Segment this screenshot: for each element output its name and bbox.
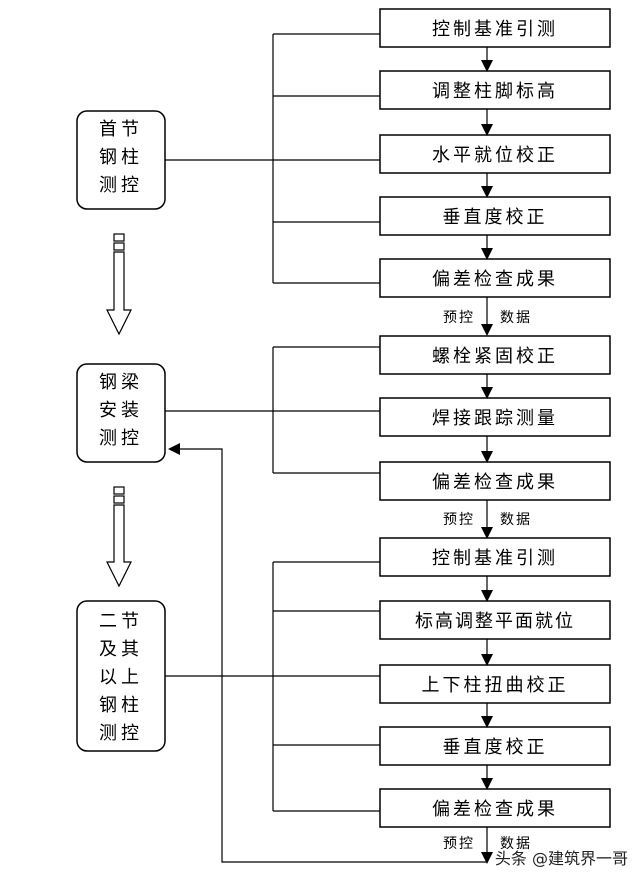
step-label: 调整柱脚标高 bbox=[432, 81, 558, 102]
note-data: 数据 bbox=[500, 512, 532, 528]
step-label: 标高调整平面就位 bbox=[415, 611, 575, 632]
stage-2-label-line: 钢梁 bbox=[99, 372, 143, 393]
step-label: 上下柱扭曲校正 bbox=[422, 675, 569, 696]
step-box: 调整柱脚标高 bbox=[379, 70, 611, 110]
stage-2-label-line: 安装 bbox=[99, 400, 143, 421]
step-box: 控制基准引测 bbox=[379, 8, 611, 48]
feedback-arrowhead bbox=[168, 443, 180, 455]
feedback-loop bbox=[168, 443, 487, 863]
stage-2: 钢梁 安装 测控 螺栓紧固校正 焊接跟踪测量 偏差检查成果 预控 数据 bbox=[76, 335, 611, 539]
step-label: 螺栓紧固校正 bbox=[432, 346, 558, 367]
step-label: 焊接跟踪测量 bbox=[432, 408, 558, 429]
note-data: 数据 bbox=[500, 310, 532, 326]
step-label: 水平就位校正 bbox=[432, 145, 558, 166]
step-label: 垂直度校正 bbox=[443, 207, 548, 228]
step-label: 控制基准引测 bbox=[432, 548, 558, 569]
step-box: 偏差检查成果 bbox=[379, 788, 611, 828]
note-precontrol: 预控 bbox=[443, 512, 475, 528]
step-box: 垂直度校正 bbox=[379, 196, 611, 236]
step-box: 上下柱扭曲校正 bbox=[379, 664, 611, 704]
watermark-text: 头条 @建筑界一哥 bbox=[495, 849, 628, 868]
stage-1-label-line: 首节 bbox=[99, 119, 143, 140]
stage-1: 首节 钢柱 测控 控制基准引测 调整柱脚标高 水平就位校正 垂直度校正 偏差检查 bbox=[76, 8, 611, 336]
note-precontrol: 预控 bbox=[443, 310, 475, 326]
step-box: 偏差检查成果 bbox=[379, 461, 611, 501]
step-box: 焊接跟踪测量 bbox=[379, 397, 611, 437]
hollow-down-arrow bbox=[106, 233, 132, 336]
step-label: 偏差检查成果 bbox=[432, 269, 558, 290]
stage-1-label-line: 测控 bbox=[99, 175, 143, 196]
step-label: 控制基准引测 bbox=[432, 19, 558, 40]
stage-3-label-line: 以上 bbox=[99, 667, 143, 688]
stage-3-label-line: 测控 bbox=[99, 723, 143, 744]
stage-3-label-line: 及其 bbox=[99, 639, 143, 660]
step-box: 螺栓紧固校正 bbox=[379, 335, 611, 375]
stage-2-box bbox=[76, 363, 166, 463]
note-data: 数据 bbox=[500, 836, 532, 852]
step-label: 偏差检查成果 bbox=[432, 799, 558, 820]
step-box: 水平就位校正 bbox=[379, 134, 611, 174]
step-box: 垂直度校正 bbox=[379, 726, 611, 766]
hollow-down-arrow bbox=[106, 486, 132, 588]
step-label: 偏差检查成果 bbox=[432, 472, 558, 493]
step-box: 标高调整平面就位 bbox=[379, 600, 611, 640]
note-precontrol: 预控 bbox=[443, 836, 475, 852]
stage-2-label-line: 测控 bbox=[99, 428, 143, 449]
stage-1-label-line: 钢柱 bbox=[99, 147, 143, 168]
stage-3-label-line: 钢柱 bbox=[99, 695, 143, 716]
step-label: 垂直度校正 bbox=[443, 737, 548, 758]
step-box: 偏差检查成果 bbox=[379, 258, 611, 298]
step-box: 控制基准引测 bbox=[379, 537, 611, 577]
stage-3: 二节 及其 以上 钢柱 测控 控制基准引测 标高调整平面就位 上下柱扭曲校正 垂… bbox=[76, 537, 611, 864]
stage-3-label-line: 二节 bbox=[99, 611, 143, 632]
